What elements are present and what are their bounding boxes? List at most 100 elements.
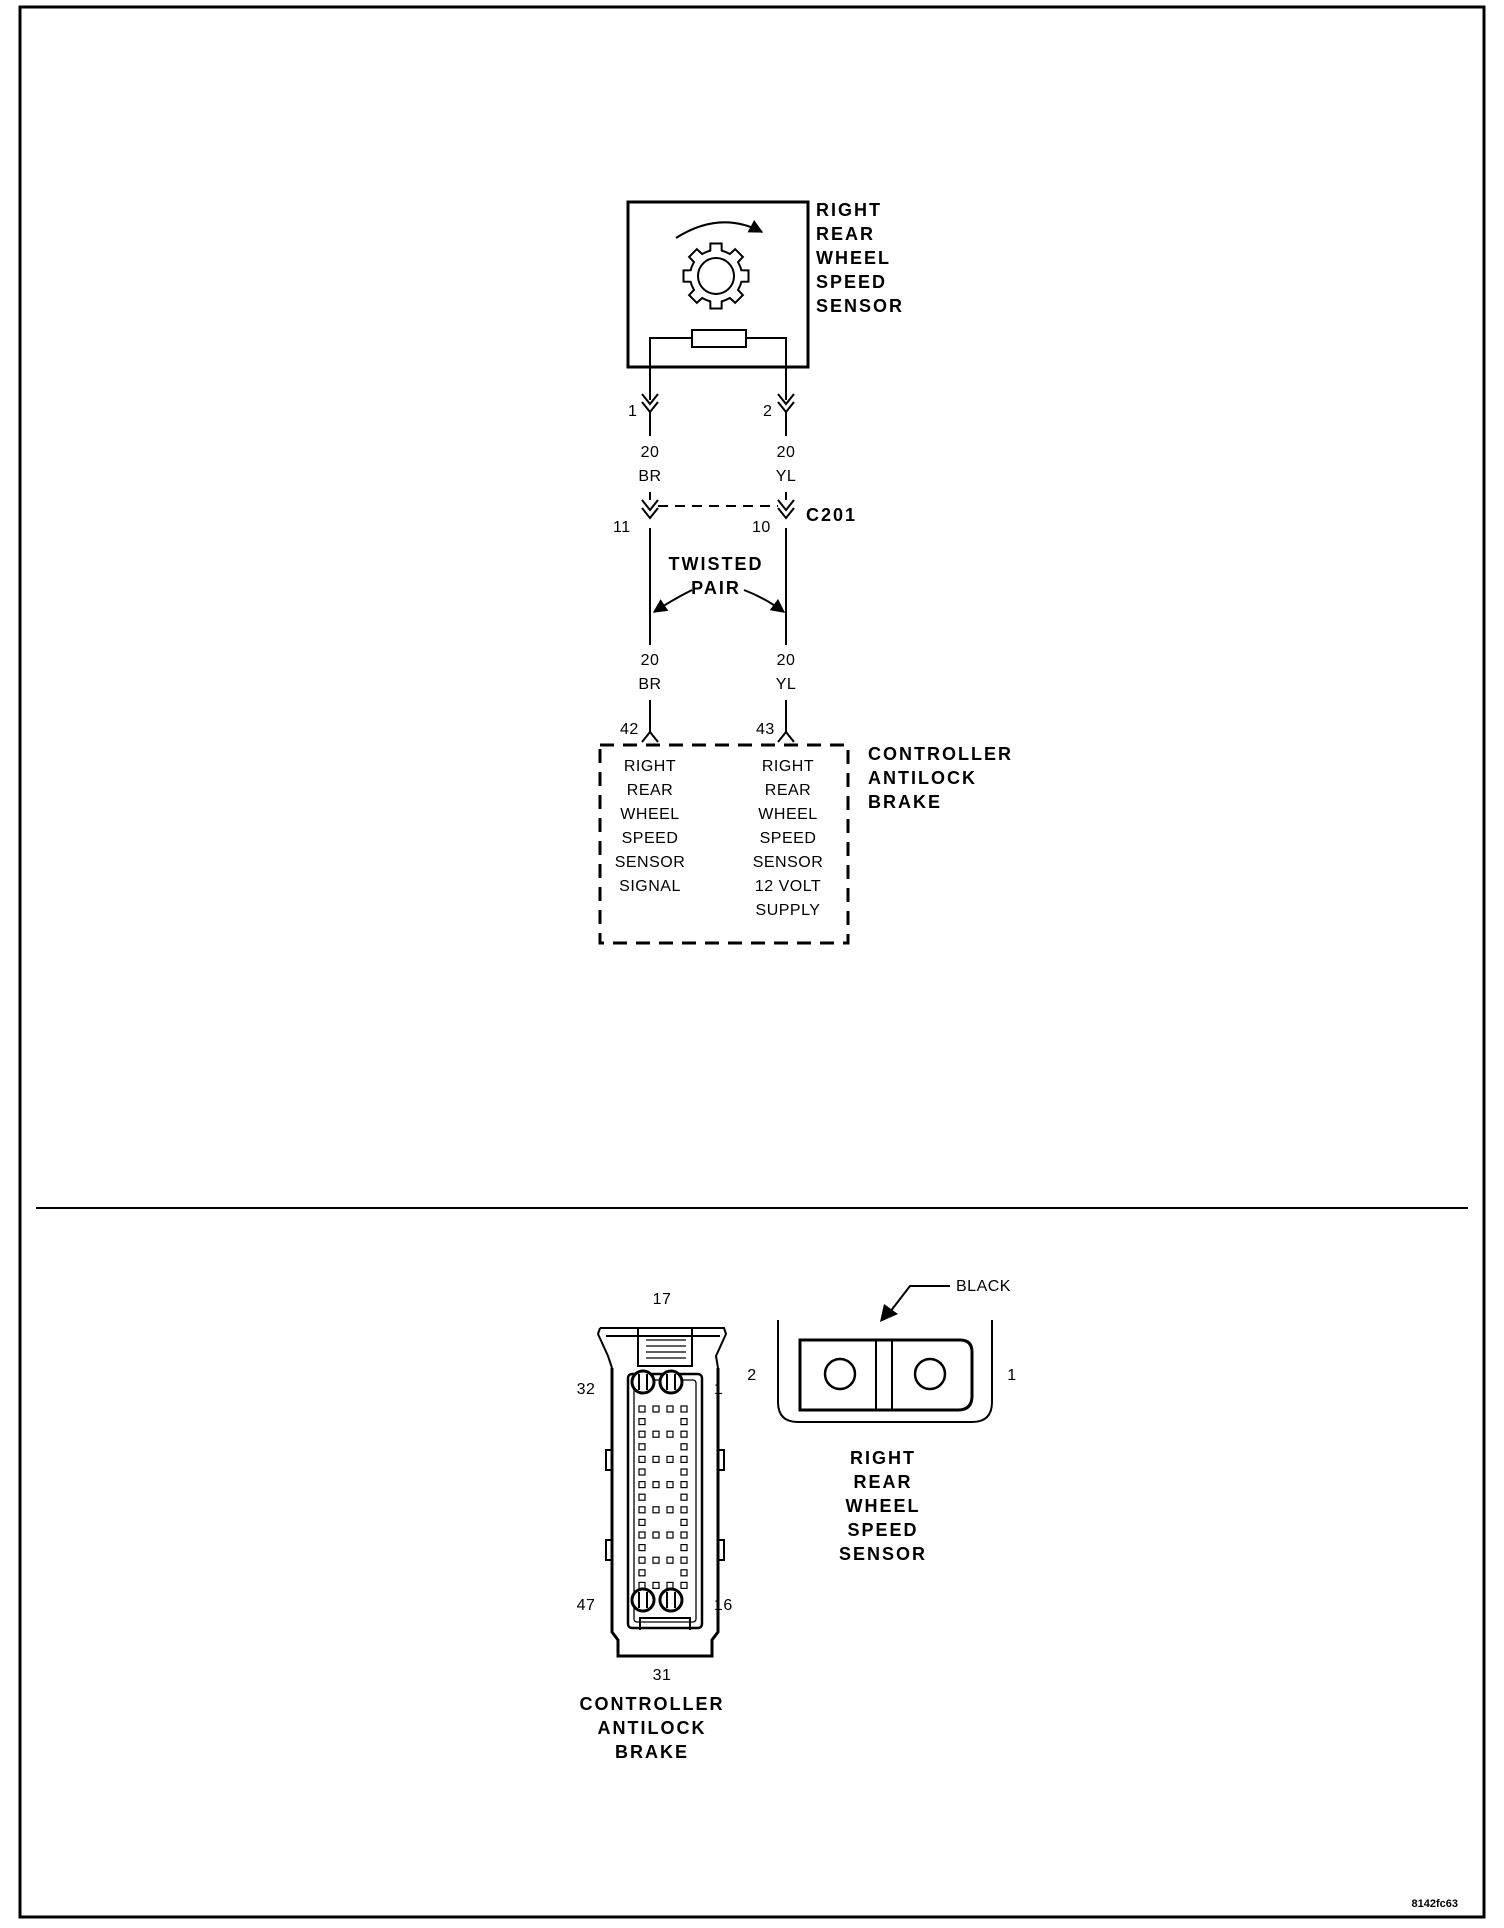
pin-cavity <box>638 1581 646 1590</box>
pin-cavity <box>680 1581 688 1590</box>
sensor-label: RIGHT REAR WHEEL SPEED SENSOR <box>816 200 904 316</box>
controller-label-line: CONTROLLER <box>868 744 1013 764</box>
sensor-view-label-line: SENSOR <box>839 1544 927 1564</box>
c201-pin-11: 11 <box>613 519 631 536</box>
controller-view-pin-31: 31 <box>653 1667 672 1684</box>
pin-cavity <box>666 1405 674 1413</box>
twisted-pair-callout: TWISTED PAIR <box>652 554 786 613</box>
controller-label-line: BRAKE <box>868 792 942 812</box>
pin43-function-line: RIGHT <box>762 758 814 775</box>
sensor-connector-terminals: 1 2 <box>628 393 795 420</box>
controller-connector-view: 17 32 1 47 16 31 CONTROLLER ANTILOCK BRA… <box>577 1291 733 1762</box>
c201-pin-10: 10 <box>752 519 771 536</box>
c201-label: C201 <box>806 505 857 525</box>
sensor-label-line: RIGHT <box>816 200 882 220</box>
controller-view-pin-16: 16 <box>714 1597 733 1614</box>
controller-view-pin-17: 17 <box>653 1291 672 1308</box>
controller-view-label-line: ANTILOCK <box>598 1718 707 1738</box>
pin-cavity <box>666 1480 674 1489</box>
wire-gauge: 20 <box>641 652 660 669</box>
sensor-view-label-line: REAR <box>853 1472 912 1492</box>
pin-cavity <box>680 1443 688 1451</box>
controller-view-pin-47: 47 <box>577 1597 596 1614</box>
pin-cavity <box>638 1531 646 1539</box>
pin-cavity <box>680 1468 688 1476</box>
pin-cavity <box>638 1430 646 1438</box>
wire-color: BR <box>638 676 661 693</box>
mounting-screw-icon <box>630 1369 656 1395</box>
pin-cavity <box>680 1518 688 1527</box>
pin42-function-line: SIGNAL <box>619 878 681 895</box>
pin42-function-line: SPEED <box>622 830 679 847</box>
sensor-view-label-line: WHEEL <box>846 1496 921 1516</box>
pin-cavity <box>638 1556 646 1564</box>
sensor-view-pin-1: 1 <box>1007 1367 1016 1384</box>
wire-gauge: 20 <box>777 652 796 669</box>
controller-view-label-line: CONTROLLER <box>580 1694 725 1714</box>
pin43-function: RIGHT REAR WHEEL SPEED SENSOR 12 VOLT SU… <box>753 758 824 919</box>
controller-pin-43: 43 <box>756 721 775 738</box>
sensor-color-callout: BLACK <box>956 1278 1011 1295</box>
pin-cavity <box>638 1405 646 1413</box>
pin-cavity <box>680 1430 688 1438</box>
sensor-label-line: SPEED <box>816 272 887 292</box>
wire-color: YL <box>776 676 797 693</box>
pin-cavity <box>652 1405 660 1413</box>
pin-cavity <box>652 1556 660 1564</box>
sensor-view-label-line: RIGHT <box>850 1448 916 1468</box>
sensor-connector-view: BLACK 2 1 RIGHT REAR WHEEL SPEED SENSOR <box>747 1278 1016 1564</box>
pin-cavity <box>652 1455 660 1464</box>
mounting-screw-icon <box>658 1587 684 1613</box>
pin-cavity <box>666 1430 674 1438</box>
pin-cavity <box>638 1518 646 1527</box>
pin-cavity <box>680 1531 688 1539</box>
pin-cavity <box>680 1556 688 1564</box>
pin-cavity <box>680 1493 688 1501</box>
wheel-speed-sensor-symbol <box>626 200 810 400</box>
pin42-function-line: SENSOR <box>615 854 686 871</box>
pin42-function-line: WHEEL <box>620 806 679 823</box>
pin43-function-line: REAR <box>765 782 811 799</box>
page-border <box>18 5 1486 1919</box>
pin-cavity <box>652 1506 660 1514</box>
figure-id: 8142fc63 <box>1412 1898 1459 1910</box>
sensor-view-label-line: SPEED <box>847 1520 918 1540</box>
pin-cavity <box>666 1556 674 1564</box>
pin-cavity <box>666 1506 674 1514</box>
wire-color: YL <box>776 468 797 485</box>
pin-cavity <box>652 1531 660 1539</box>
pin43-function-line: SPEED <box>760 830 817 847</box>
controller-view-pin-1: 1 <box>714 1381 723 1398</box>
pin-cavity <box>652 1581 660 1590</box>
controller-label-line: ANTILOCK <box>868 768 977 788</box>
pin43-function-line: 12 VOLT <box>755 878 821 895</box>
twisted-pair-label: PAIR <box>691 578 741 598</box>
pin43-function-line: SENSOR <box>753 854 824 871</box>
pin-cavity <box>652 1430 660 1438</box>
pin43-function-line: WHEEL <box>758 806 817 823</box>
twisted-pair-label: TWISTED <box>669 554 764 574</box>
pin42-function: RIGHT REAR WHEEL SPEED SENSOR SIGNAL <box>615 758 686 895</box>
sensor-pin-2: 2 <box>763 403 772 420</box>
mounting-screw-icon <box>630 1587 656 1613</box>
wires <box>649 412 787 732</box>
controller-pin-42: 42 <box>620 721 639 738</box>
sensor-pin-1: 1 <box>628 403 637 420</box>
sensor-view-pin-2: 2 <box>747 1367 756 1384</box>
terminal-cavity-2 <box>823 1357 857 1391</box>
pin-cavity <box>638 1493 646 1501</box>
pin-cavity <box>638 1417 646 1426</box>
pin-cavity <box>666 1531 674 1539</box>
wire-gauge: 20 <box>777 444 796 461</box>
pin-cavity <box>680 1455 688 1464</box>
wire-codes: 20 BR 20 YL 20 BR 20 YL <box>638 444 797 693</box>
pin-cavity <box>638 1455 646 1464</box>
pin-cavity <box>680 1543 688 1552</box>
controller-connector-terminals: 42 43 <box>620 721 795 743</box>
sensor-label-line: SENSOR <box>816 296 904 316</box>
pin-cavity <box>638 1443 646 1451</box>
pin-cavity <box>638 1468 646 1476</box>
pin-cavity <box>638 1543 646 1552</box>
terminal-cavity-1 <box>913 1357 947 1391</box>
